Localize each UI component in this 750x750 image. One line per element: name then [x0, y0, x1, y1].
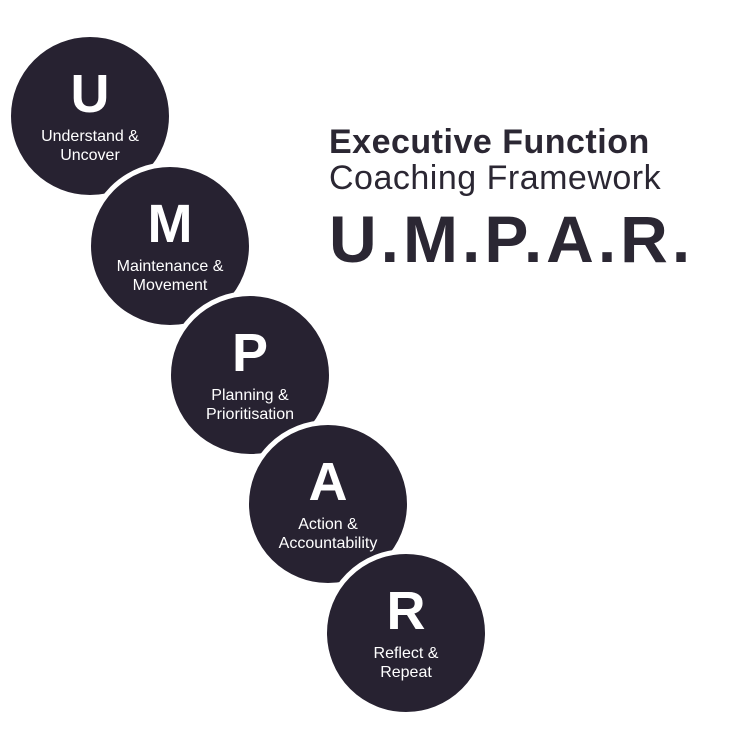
step-letter-p: P: [231, 323, 269, 383]
step-label-line2: Repeat: [380, 664, 432, 681]
step-letter-u: U: [70, 64, 110, 124]
step-label-line2: Uncover: [60, 147, 120, 164]
step-label-line1: Understand &: [41, 128, 139, 145]
step-label-line1: Planning &: [211, 387, 289, 404]
step-label-line1: Action &: [298, 516, 358, 533]
step-label-line1: Maintenance &: [116, 258, 224, 275]
step-label-understand: Understand & Uncover: [41, 127, 139, 165]
step-letter-r: R: [386, 581, 426, 641]
step-label-reflect: Reflect & Repeat: [374, 644, 439, 682]
step-label-line1: Reflect &: [373, 645, 439, 662]
framework-title-bold: Executive Function: [329, 123, 650, 161]
framework-title-light: Coaching Framework: [329, 159, 662, 197]
step-circle-understand: U Understand & Uncover: [6, 32, 174, 200]
step-letter-m: M: [147, 194, 193, 254]
step-label-line2: Prioritisation: [205, 406, 295, 423]
step-label-line2: Accountability: [278, 535, 378, 552]
step-label-line2: Movement: [132, 277, 208, 294]
step-letter-a: A: [308, 452, 348, 512]
step-label-maintenance: Maintenance & Movement: [117, 257, 224, 295]
step-label-action: Action & Accountability: [279, 515, 378, 553]
step-label-planning: Planning & Prioritisation: [206, 386, 294, 424]
framework-acronym: U.M.P.A.R.: [329, 202, 695, 276]
step-circle-reflect: R Reflect & Repeat: [322, 549, 490, 717]
